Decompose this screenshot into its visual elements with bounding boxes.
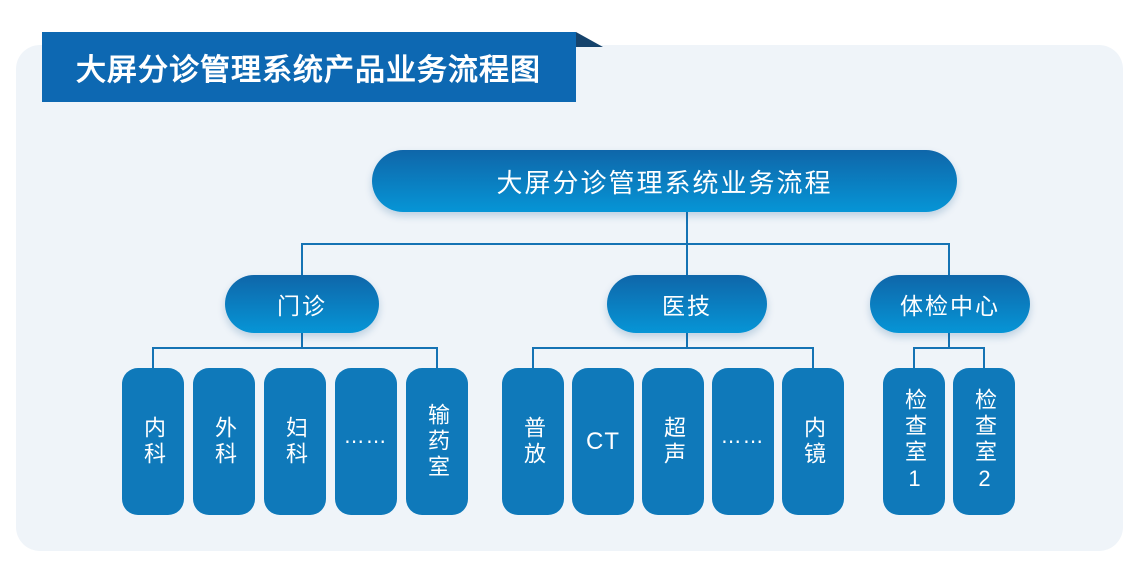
- outpatient-ellipsis-label: ⋯⋯: [344, 431, 388, 453]
- connector-medtech-drop-left: [532, 347, 534, 368]
- internal-medicine-box: 内科: [122, 368, 184, 515]
- root-node: 大屏分诊管理系统业务流程: [372, 150, 957, 212]
- connector-outpatient-bracket: [152, 347, 438, 349]
- ct-box: CT: [572, 368, 634, 515]
- exam-room-2-label: 检查室2: [972, 388, 997, 495]
- radiology-label: 普放: [521, 415, 546, 468]
- gynecology-label: 妇科: [283, 415, 308, 468]
- surgery-label: 外科: [212, 415, 237, 468]
- connector-exam-center-drop-right: [983, 347, 985, 368]
- endoscopy-box: 内镜: [782, 368, 844, 515]
- connector-outpatient-stub: [301, 333, 303, 348]
- ultrasound-box: 超声: [642, 368, 704, 515]
- connector-medtech-drop-right: [812, 347, 814, 368]
- medical-tech-node: 医技: [607, 275, 767, 333]
- exam-center-node: 体检中心: [870, 275, 1030, 333]
- outpatient-ellipsis-box: ⋯⋯: [335, 368, 397, 515]
- endoscopy-label: 内镜: [801, 415, 826, 468]
- ultrasound-label: 超声: [661, 415, 686, 468]
- connector-exam-center-bracket: [913, 347, 985, 349]
- medtech-ellipsis-label: ⋯⋯: [721, 431, 765, 453]
- pharmacy-room-label: 输药室: [425, 402, 450, 481]
- connector-medtech-stub: [686, 333, 688, 348]
- connector-exam-center-drop-left: [913, 347, 915, 368]
- connector-drop-exam-center: [948, 243, 950, 275]
- exam-room-1-box: 检查室1: [883, 368, 945, 515]
- connector-outpatient-drop-left: [152, 347, 154, 368]
- surgery-box: 外科: [193, 368, 255, 515]
- pharmacy-room-box: 输药室: [406, 368, 468, 515]
- gynecology-box: 妇科: [264, 368, 326, 515]
- page-title: 大屏分诊管理系统产品业务流程图: [76, 54, 541, 87]
- connector-level2-bus: [301, 243, 950, 245]
- connector-exam-center-stub: [948, 333, 950, 348]
- connector-medtech-bracket: [532, 347, 814, 349]
- medtech-ellipsis-box: ⋯⋯: [712, 368, 774, 515]
- radiology-box: 普放: [502, 368, 564, 515]
- medical-tech-node-label: 医技: [662, 293, 712, 319]
- root-node-label: 大屏分诊管理系统业务流程: [496, 167, 833, 198]
- exam-room-1-label: 检查室1: [902, 388, 927, 495]
- title-ribbon: 大屏分诊管理系统产品业务流程图: [42, 32, 576, 102]
- connector-drop-outpatient: [301, 243, 303, 275]
- ct-label: CT: [586, 427, 620, 455]
- internal-medicine-label: 内科: [141, 415, 166, 468]
- connector-outpatient-drop-right: [436, 347, 438, 368]
- outpatient-node: 门诊: [225, 275, 379, 333]
- exam-room-2-box: 检查室2: [953, 368, 1015, 515]
- exam-center-node-label: 体检中心: [900, 293, 1000, 319]
- outpatient-node-label: 门诊: [277, 293, 327, 319]
